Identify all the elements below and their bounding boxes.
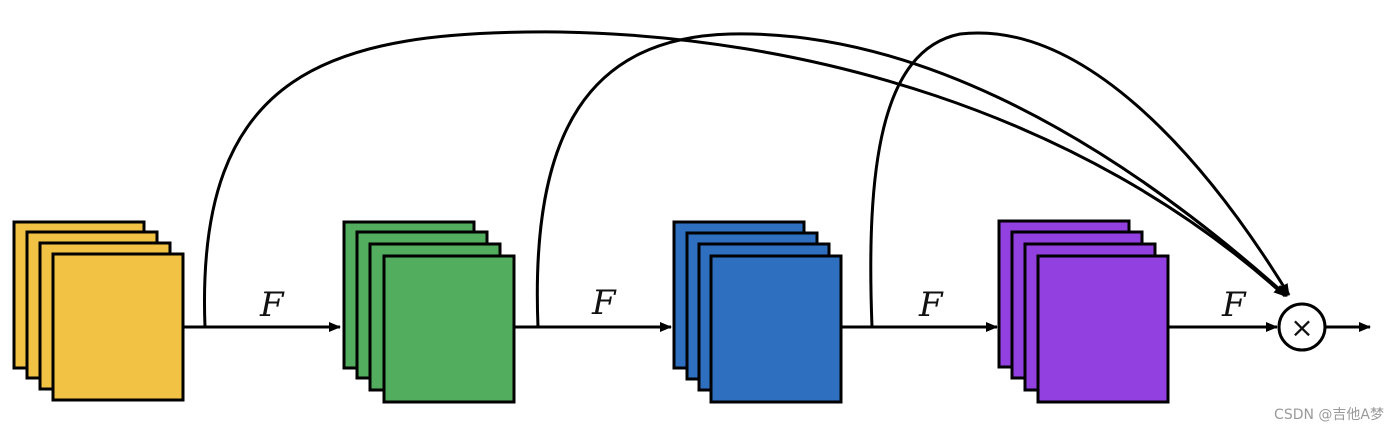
stack-1-layer-4 xyxy=(51,252,185,402)
stack-2-layer-4 xyxy=(382,254,516,404)
feature-map-stack-1 xyxy=(12,220,185,402)
edge-label-4: F xyxy=(1221,285,1247,325)
stack-3-layer-4 xyxy=(709,254,843,404)
feature-map-stack-2 xyxy=(342,220,516,404)
multiply-icon: × xyxy=(1290,311,1313,344)
edge-label-3: F xyxy=(918,285,944,325)
skip-connection-2 xyxy=(535,32,1288,328)
multiply-circle xyxy=(1277,302,1327,352)
feature-map-stack-3 xyxy=(672,220,843,404)
edge-label-1: F xyxy=(259,285,285,325)
watermark: CSDN @吉他A梦 xyxy=(1274,407,1384,423)
skip-connection-3 xyxy=(869,31,1291,328)
multiply-node: × xyxy=(1277,302,1327,352)
feature-map-stack-4 xyxy=(997,219,1170,404)
edge-label-2: F xyxy=(591,283,617,323)
stack-4-layer-4 xyxy=(1036,254,1170,404)
skip-connection-1 xyxy=(202,30,1287,328)
